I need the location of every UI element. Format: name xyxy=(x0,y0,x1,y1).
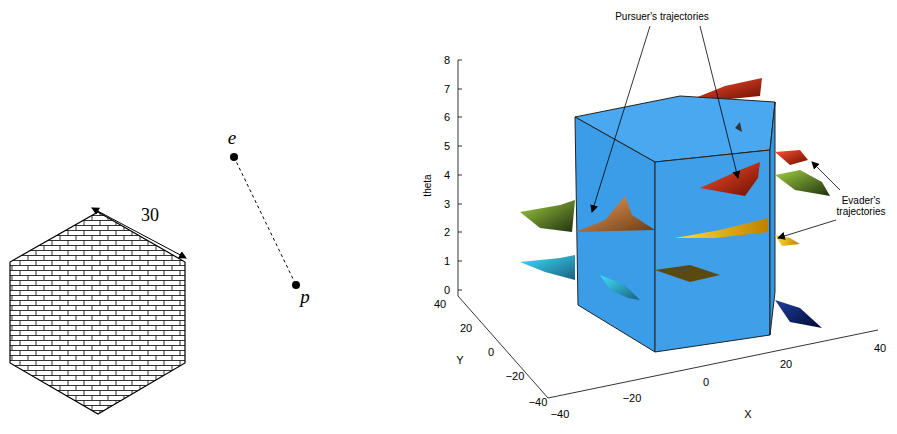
tick-label: −40 xyxy=(551,408,570,420)
trajectory-surface xyxy=(655,265,720,282)
trajectory-surface xyxy=(690,78,762,100)
tick-label: 20 xyxy=(780,358,792,370)
callout-arrow xyxy=(700,26,738,178)
tick-label: 2 xyxy=(444,226,450,238)
callout-arrow xyxy=(592,26,650,212)
trajectory-surface xyxy=(775,235,800,246)
point-label: e xyxy=(228,128,236,149)
trajectory-surface xyxy=(775,170,830,196)
axis-title: X xyxy=(744,408,751,420)
tick-label: 40 xyxy=(874,342,886,354)
tick-label: 0 xyxy=(703,376,709,388)
tick-label: 7 xyxy=(444,83,450,95)
trajectory-surface xyxy=(735,122,742,132)
axis-title: theta xyxy=(422,174,433,196)
tick-label: 0 xyxy=(488,346,494,358)
pursuer-point xyxy=(292,281,300,289)
trajectory-surface xyxy=(700,162,760,196)
prism-face xyxy=(575,117,655,352)
tick-label: 0 xyxy=(444,284,450,296)
tick-label: −20 xyxy=(623,392,642,404)
tick-label: 4 xyxy=(444,169,450,181)
prism-face xyxy=(770,102,775,335)
tick-label: 1 xyxy=(444,255,450,267)
hexagon-obstacle xyxy=(10,212,185,414)
trajectory-surface xyxy=(675,218,768,238)
callout-arrow xyxy=(778,220,836,238)
callout-label: Evader's trajectories xyxy=(829,195,893,217)
prism-face xyxy=(655,150,770,352)
axes xyxy=(458,60,878,398)
tick-label: −40 xyxy=(529,396,548,408)
callout-label: Pursuer's trajectories xyxy=(615,11,709,22)
trajectory-surface xyxy=(775,150,808,165)
tick-label: 6 xyxy=(444,111,450,123)
point-label: p xyxy=(300,287,310,308)
tick-label: 3 xyxy=(444,198,450,210)
trajectory-surface xyxy=(600,275,640,300)
sight-line xyxy=(234,157,296,285)
trajectory-surface xyxy=(775,300,822,328)
dimension-label: 30 xyxy=(141,206,159,226)
tick-label: 8 xyxy=(444,54,450,66)
tick-label: −20 xyxy=(506,370,525,382)
callout-arrow xyxy=(812,162,840,190)
tick-label: 5 xyxy=(444,140,450,152)
axis-title: Y xyxy=(456,354,463,366)
trajectory-surface xyxy=(520,200,575,232)
dimension-arrow xyxy=(92,208,186,258)
evader-point xyxy=(230,153,238,161)
trajectory-surface xyxy=(575,196,655,232)
trajectory-surface xyxy=(520,255,575,280)
tick-label: 40 xyxy=(434,298,446,310)
tick-label: 20 xyxy=(460,322,472,334)
